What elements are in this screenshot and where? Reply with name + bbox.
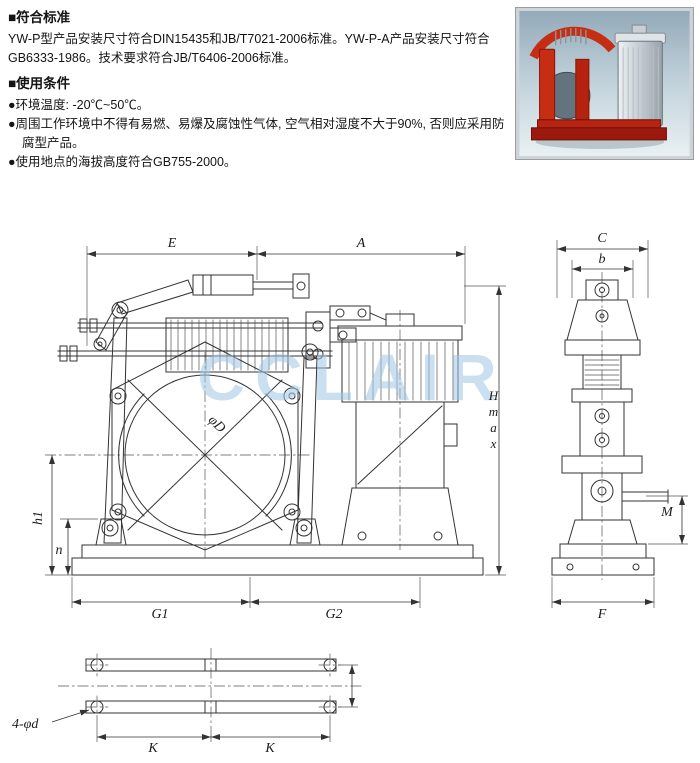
brake-arm-left (539, 48, 556, 125)
watermark: CCLAIR (197, 340, 506, 414)
dim-label-k1: K (147, 741, 158, 756)
intro-text: ■符合标准 YW-P型产品安装尺寸符合DIN15435和JB/T7021-200… (8, 6, 514, 172)
bottom-view (85, 653, 342, 719)
conditions-list: ●环境温度: -20℃~50℃。 ●周围工作环境中不得有易燃、易爆及腐蚀性气体,… (8, 96, 514, 172)
condition-item: ●环境温度: -20℃~50℃。 (8, 98, 150, 112)
thruster-fins (622, 47, 659, 120)
dim-label-g2: G2 (325, 607, 342, 622)
technical-drawing: CCLAIR E A C b φD h1 n G1 G2 F M K K 4-φ… (12, 231, 688, 756)
brake-arm-right (575, 58, 590, 125)
standards-body: YW-P型产品安装尺寸符合DIN15435和JB/T7021-2006标准。YW… (8, 32, 490, 65)
dim-label-e: E (167, 236, 177, 251)
dim-label-f: F (597, 607, 607, 622)
dim-label-c: C (597, 231, 607, 246)
dim-label-b: b (599, 252, 606, 267)
thruster-knob (631, 24, 647, 34)
brake-base (530, 127, 667, 141)
dim-label-k2: K (264, 741, 275, 756)
thruster-cylinder (617, 40, 663, 127)
dim-label-h1: h1 (31, 511, 46, 525)
side-view (551, 279, 669, 576)
dimension-lines (45, 240, 688, 742)
conditions-heading: ■使用条件 (8, 76, 71, 91)
standards-heading: ■符合标准 (8, 10, 71, 25)
dimension-drawing-area: CCLAIR E A C b φD h1 n G1 G2 F M K K 4-φ… (0, 228, 700, 763)
product-photo-frame (515, 7, 694, 160)
condition-item: ●使用地点的海拔高度符合GB755-2000。 (8, 155, 237, 169)
dim-label-g1: G1 (151, 607, 168, 622)
brake-spring (554, 28, 587, 46)
dim-label-hmax: Hmax (486, 388, 501, 452)
dim-label-a: A (356, 236, 366, 251)
dim-label-phi-d: φD (205, 413, 228, 436)
product-photo (519, 11, 690, 156)
dim-label-holes: 4-φd (12, 717, 39, 732)
front-view (57, 273, 484, 576)
dim-label-n: n (56, 543, 63, 558)
centerlines (45, 272, 603, 730)
condition-item: ●周围工作环境中不得有易燃、易爆及腐蚀性气体, 空气相对湿度不大于90%, 否则… (8, 117, 505, 150)
dim-label-m: M (660, 505, 674, 520)
